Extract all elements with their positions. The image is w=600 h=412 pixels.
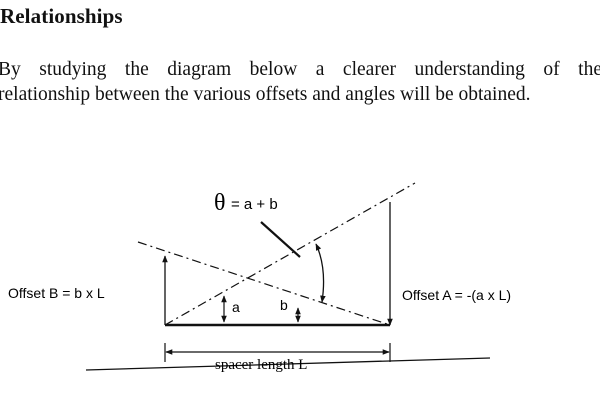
spacer-length-label: spacer length L <box>215 357 307 373</box>
theta-formula: = a + b <box>231 196 278 213</box>
offset-a-label: Offset A = -(a x L) <box>402 287 511 303</box>
angle-b-label: b <box>280 297 288 313</box>
theta-arc <box>315 243 326 303</box>
theta-pointer <box>260 221 301 258</box>
section-heading: Relationships <box>0 4 123 28</box>
offset-b-label: Offset B = b x L <box>8 285 105 301</box>
paragraph-line-2: relationship between the various offsets… <box>0 84 531 105</box>
paragraph-line-1: By studying the diagram below a clearer … <box>0 59 600 80</box>
theta-symbol: θ <box>214 190 226 216</box>
dashed-falling-line <box>137 241 391 326</box>
angle-a-label: a <box>232 299 240 315</box>
base-line <box>85 357 491 371</box>
dashed-rising-line <box>164 182 416 326</box>
